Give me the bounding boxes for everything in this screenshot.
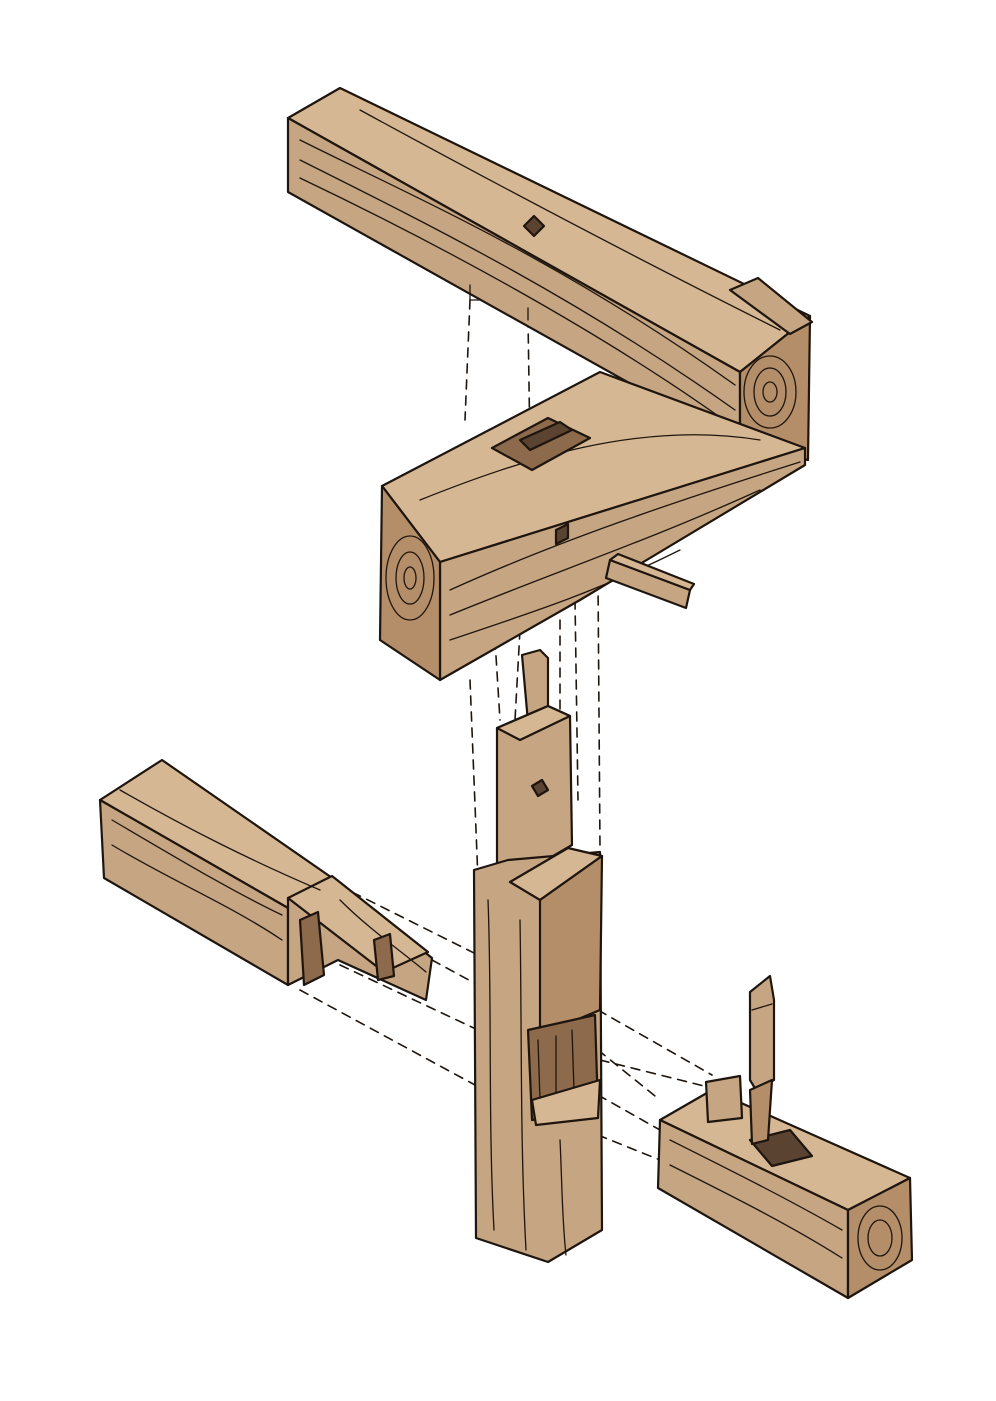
left-girt-icon xyxy=(98,758,434,1002)
upper-beam-peg-hole xyxy=(522,214,546,238)
upper-beam-cross-block xyxy=(728,276,814,336)
upper-beam-icon xyxy=(286,86,814,462)
middle-beam-peg-hole xyxy=(554,522,570,546)
post-icon xyxy=(472,648,604,1264)
left-girt-notch xyxy=(298,910,326,987)
post-tenon-peg-hole xyxy=(530,778,550,798)
right-girt-lug xyxy=(704,1074,744,1124)
right-girt-peg-icon xyxy=(748,974,776,1146)
right-girt-icon xyxy=(656,1074,914,1300)
middle-beam-peg-icon xyxy=(604,552,696,610)
assembly-guide-lines xyxy=(299,299,741,1161)
middle-beam-end xyxy=(378,484,442,682)
